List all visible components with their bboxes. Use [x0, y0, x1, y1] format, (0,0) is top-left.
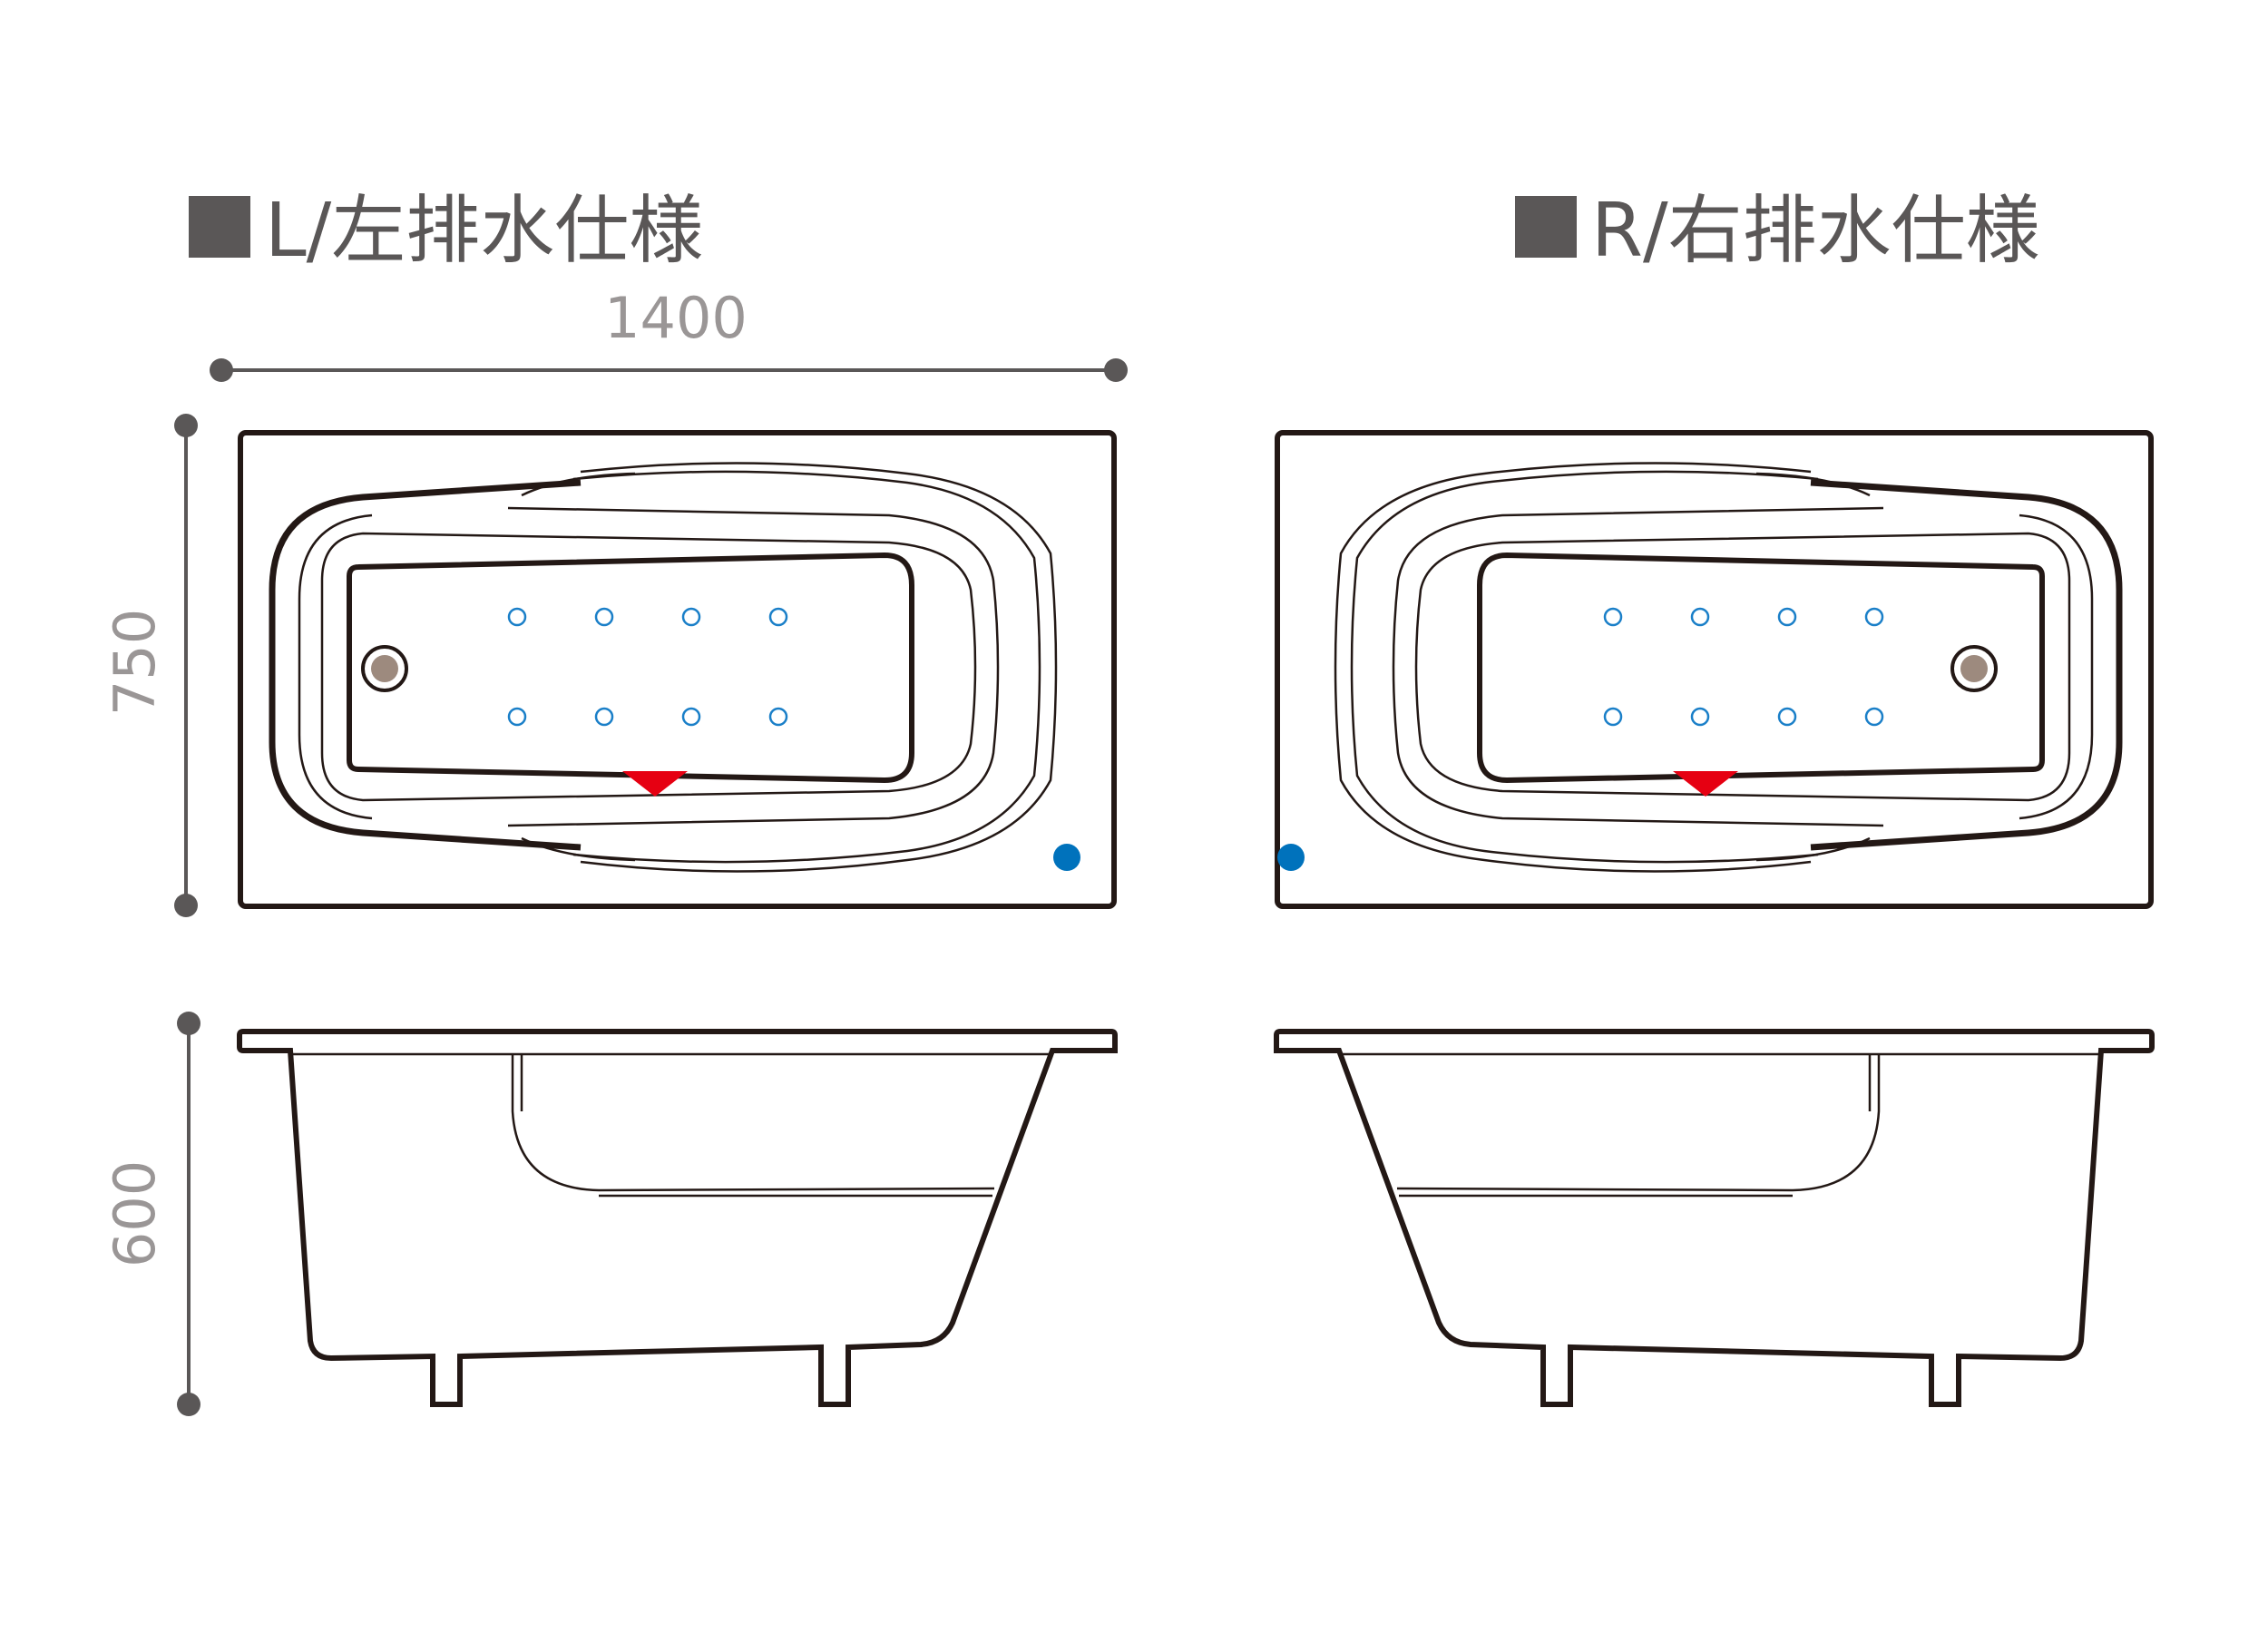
right-plan-view [1275, 430, 2154, 909]
right-plan-frame [1275, 430, 2154, 909]
depth-dimension-label: 750 [102, 609, 168, 716]
jet-icon [768, 707, 788, 727]
width-dimension-start-dot [210, 358, 233, 382]
jet-icon [1777, 607, 1797, 627]
left-plan-view [238, 430, 1117, 909]
width-dimension-label: 1400 [604, 285, 748, 351]
left-plan-frame [238, 430, 1117, 909]
jet-icon [1690, 607, 1710, 627]
right-spec-title: R/右排水仕様 [1591, 188, 2040, 274]
jet-icon [1864, 607, 1884, 627]
jet-icon [594, 707, 614, 727]
right-side-outline [1274, 1029, 2155, 1407]
right-title-square-icon [1515, 196, 1577, 258]
depth-dimension-end-dot [174, 894, 198, 917]
jet-icon [768, 607, 788, 627]
faucet-position-icon [1277, 844, 1305, 871]
height-dimension-start-dot [177, 1012, 200, 1035]
height-dimension-label: 600 [102, 1160, 168, 1267]
marker-triangle-icon [622, 771, 688, 797]
jet-icon [507, 707, 527, 727]
jet-icon [1777, 707, 1797, 727]
jet-icon [1603, 707, 1623, 727]
left-title-square-icon [189, 196, 250, 258]
left-spec-title: L/左排水仕様 [265, 188, 703, 274]
left-side-view [237, 1029, 1118, 1407]
marker-triangle-icon [1673, 771, 1738, 797]
left-side-outline [237, 1029, 1118, 1407]
width-dimension-end-dot [1104, 358, 1128, 382]
jet-icon [1603, 607, 1623, 627]
right-side-view [1274, 1029, 2155, 1407]
jet-icon [681, 707, 701, 727]
jet-icon [594, 607, 614, 627]
faucet-position-icon [1053, 844, 1080, 871]
jet-icon [507, 607, 527, 627]
jet-icon [1690, 707, 1710, 727]
jet-icon [681, 607, 701, 627]
depth-dimension-start-dot [174, 414, 198, 437]
height-dimension-end-dot [177, 1393, 200, 1416]
jet-icon [1864, 707, 1884, 727]
